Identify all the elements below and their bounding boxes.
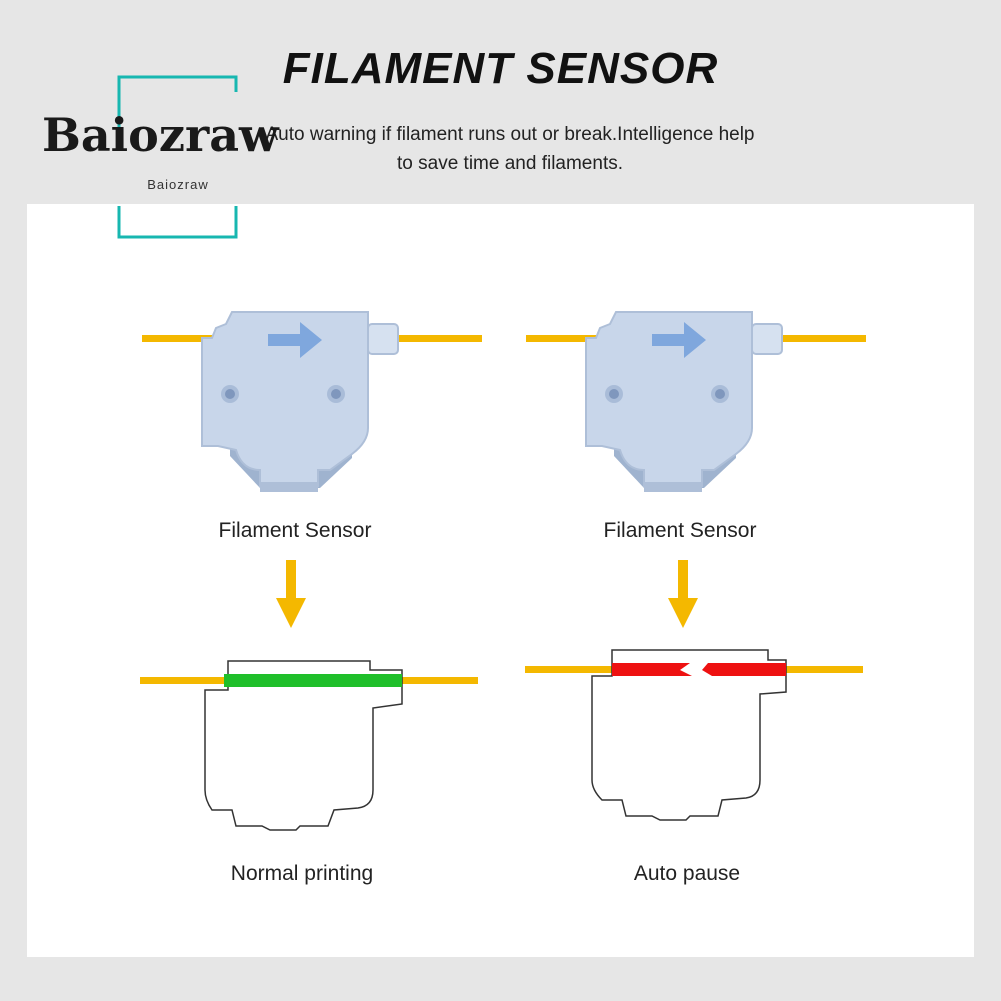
left-outline-diagram: [140, 660, 478, 831]
content-panel: [27, 204, 974, 957]
left-down-arrow: [276, 560, 306, 628]
right-down-arrow: [668, 560, 698, 628]
right-outline-diagram: [525, 649, 863, 821]
page-title: FILAMENT SENSOR: [282, 44, 719, 93]
subtitle-line-2: to save time and filaments.: [397, 153, 623, 174]
auto-pause-label: Auto pause: [633, 862, 741, 885]
brand-watermark: Baiozraw: [42, 108, 279, 162]
normal-printing-label: Normal printing: [230, 862, 374, 885]
right-sensor-photo: [525, 311, 867, 493]
left-sensor-photo: [141, 311, 483, 493]
brand-frame: [117, 75, 238, 239]
page-subtitle: Auto warning if filament runs out or bre…: [210, 120, 810, 178]
brand-watermark-small: Baiozraw: [147, 177, 209, 192]
right-sensor-label: Filament Sensor: [603, 519, 757, 542]
left-sensor-label: Filament Sensor: [218, 519, 372, 542]
subtitle-line-1: Auto warning if filament runs out or bre…: [265, 124, 755, 145]
